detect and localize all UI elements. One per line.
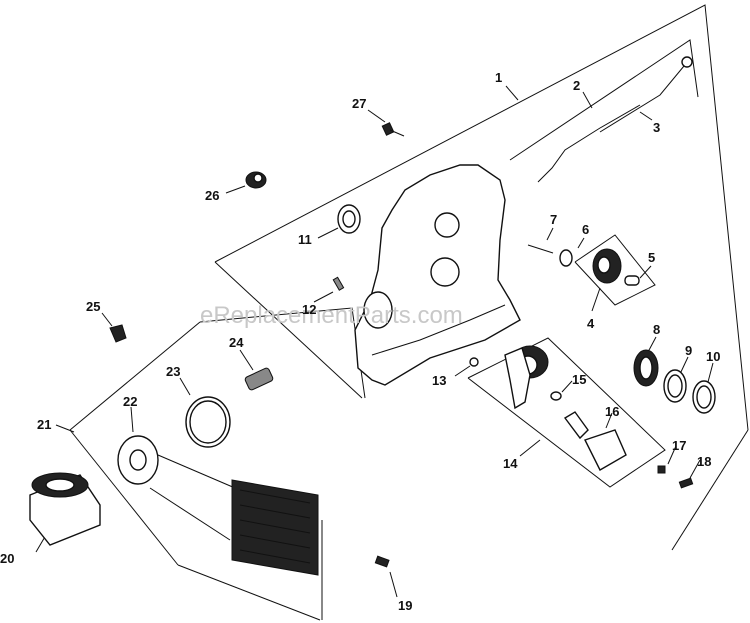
- watermark: eReplacementParts.com: [200, 302, 463, 329]
- oil-pump-body: [504, 347, 531, 410]
- dipstick-tube: [537, 104, 641, 183]
- callout-10: 10: [706, 349, 720, 364]
- callout-20: 20: [0, 551, 14, 566]
- bolt-17: [657, 465, 666, 474]
- callout-26: 26: [205, 188, 219, 203]
- callout-14: 14: [503, 456, 518, 471]
- bolt-27: [381, 122, 395, 136]
- callout-25: 25: [86, 299, 100, 314]
- closure-plate-port: [363, 291, 393, 329]
- callout-19: 19: [398, 598, 412, 613]
- pin-5: [624, 275, 640, 286]
- oil-cooler: [231, 479, 319, 576]
- bolt-18: [678, 477, 694, 489]
- callout-18: 18: [697, 454, 711, 469]
- oring-15: [550, 391, 562, 401]
- callout-5: 5: [648, 250, 655, 265]
- leader-lines: [35, 85, 714, 598]
- callout-13: 13: [432, 373, 446, 388]
- callout-7: 7: [550, 212, 557, 227]
- callout-1: 1: [495, 70, 502, 85]
- callout-22: 22: [123, 394, 137, 409]
- callout-12: 12: [302, 302, 316, 317]
- callout-labels: 1 2 3 4 5 6 7 8 9 10 11 12 13 14 15 16 1…: [0, 70, 720, 613]
- callout-3: 3: [653, 120, 660, 135]
- callout-9: 9: [685, 343, 692, 358]
- oring-13: [469, 357, 479, 367]
- bolt-19: [374, 555, 390, 568]
- closure-plate-boss: [434, 212, 460, 238]
- callout-27: 27: [352, 96, 366, 111]
- oil-pickup: [584, 429, 627, 471]
- callout-6: 6: [582, 222, 589, 237]
- callout-2: 2: [573, 78, 580, 93]
- callout-21: 21: [37, 417, 51, 432]
- callout-17: 17: [672, 438, 686, 453]
- part-shapes: [29, 56, 716, 576]
- callout-8: 8: [653, 322, 660, 337]
- pin-25: [109, 324, 127, 343]
- callout-23: 23: [166, 364, 180, 379]
- callout-11: 11: [298, 232, 312, 247]
- shaft-7: [527, 244, 554, 254]
- callout-4: 4: [587, 316, 595, 331]
- closure-plate-bearing: [430, 257, 460, 287]
- dipstick-handle: [681, 56, 693, 68]
- fitting-24: [244, 367, 274, 391]
- dipstick: [599, 65, 685, 133]
- pin-12: [332, 276, 345, 291]
- callout-15: 15: [572, 372, 586, 387]
- callout-16: 16: [605, 404, 619, 419]
- callout-24: 24: [229, 335, 244, 350]
- washer-6: [559, 249, 573, 267]
